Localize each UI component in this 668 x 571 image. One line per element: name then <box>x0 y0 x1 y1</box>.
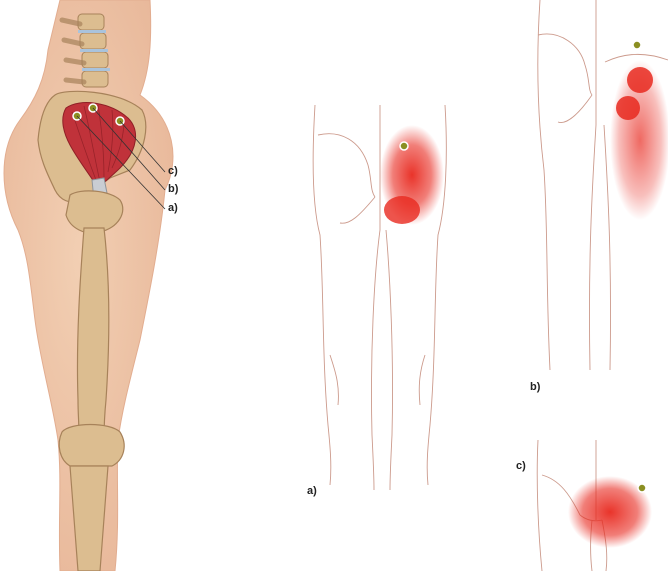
knee-joint <box>59 425 124 467</box>
view-b-svg <box>530 0 668 380</box>
view-b-trigger-point <box>633 41 641 49</box>
callout-label-b: b) <box>168 183 178 195</box>
femur-shaft <box>77 228 108 440</box>
anatomy-svg <box>0 0 240 571</box>
view-a-trigger-point <box>400 142 408 150</box>
view-c-svg <box>530 440 668 571</box>
pain-pattern-view-c <box>530 440 668 571</box>
view-b-pain-core-lower <box>616 96 640 120</box>
pain-pattern-view-b <box>530 0 668 380</box>
view-a-svg <box>300 95 460 495</box>
view-b-label: b) <box>530 381 540 393</box>
anatomy-illustration: c) b) a) <box>0 0 240 571</box>
view-a-label: a) <box>307 485 317 497</box>
callout-label-a: a) <box>168 202 178 214</box>
view-b-pain-core-upper <box>627 67 653 93</box>
view-a-pain-core <box>384 196 420 224</box>
view-c-trigger-point <box>638 484 646 492</box>
view-c-label: c) <box>516 460 526 472</box>
callout-label-c: c) <box>168 165 178 177</box>
pain-pattern-view-a <box>300 95 460 495</box>
